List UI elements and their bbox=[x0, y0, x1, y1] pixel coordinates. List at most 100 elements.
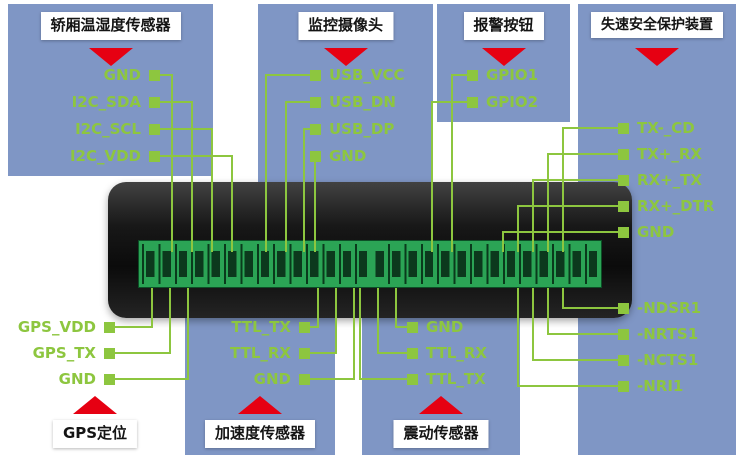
pin-node-square bbox=[467, 69, 478, 81]
pin-node-square bbox=[618, 200, 629, 212]
pin-label: TTL_RX bbox=[230, 344, 291, 362]
pin-node-square bbox=[618, 122, 629, 134]
pin-node-square bbox=[310, 96, 321, 108]
pin-label: RX+_TX bbox=[637, 171, 702, 189]
pin-row: TX-_CD bbox=[618, 117, 695, 139]
pin-node-square bbox=[149, 96, 160, 108]
pin-label: GND bbox=[329, 147, 367, 165]
pin-node-square bbox=[407, 373, 418, 385]
pin-node-square bbox=[104, 347, 115, 359]
pin-row: I2C_SDA bbox=[12, 91, 160, 113]
pin-node-square bbox=[407, 321, 418, 333]
section-gps: GPS定位 bbox=[5, 312, 185, 455]
panel-title: 报警按钮 bbox=[463, 12, 544, 40]
pin-label: GND bbox=[103, 66, 141, 84]
pin-label: GND bbox=[426, 318, 464, 336]
pin-node-square bbox=[618, 380, 629, 392]
pin-row: GND bbox=[195, 368, 310, 390]
pin-row: GND bbox=[5, 368, 115, 390]
pin-node-square bbox=[104, 373, 115, 385]
pin-node-square bbox=[299, 321, 310, 333]
pin-node-square bbox=[149, 69, 160, 81]
pin-row: I2C_VDD bbox=[12, 145, 160, 167]
device-photo bbox=[108, 182, 632, 318]
terminal-gap bbox=[367, 241, 375, 287]
red-arrow-down-icon bbox=[481, 48, 526, 66]
pin-node-square bbox=[618, 302, 629, 314]
pin-label: GPIO2 bbox=[486, 93, 539, 111]
panel-cabin-sensor: 轿厢温湿度传感器 bbox=[8, 4, 213, 176]
pin-label: I2C_SCL bbox=[75, 120, 141, 138]
pin-row: GND bbox=[618, 221, 674, 243]
red-arrow-up-icon bbox=[419, 396, 463, 414]
panel-alarm-button: 报警按钮 bbox=[437, 4, 570, 122]
red-arrow-down-icon bbox=[323, 48, 368, 66]
pin-label: -NDSR1 bbox=[637, 299, 702, 317]
pin-row: GPS_TX bbox=[5, 342, 115, 364]
pin-label: RX+_DTR bbox=[637, 197, 715, 215]
pin-label: TTL_RX bbox=[426, 344, 487, 362]
panel-title: GPS定位 bbox=[52, 420, 138, 448]
red-arrow-up-icon bbox=[238, 396, 282, 414]
pin-row: TTL_TX bbox=[407, 368, 486, 390]
pin-row: USB_DP bbox=[310, 118, 394, 140]
pin-row: -NDSR1 bbox=[618, 297, 701, 319]
pin-node-square bbox=[310, 69, 321, 81]
pin-node-square bbox=[618, 226, 629, 238]
pin-node-square bbox=[310, 150, 321, 162]
pin-label: USB_DP bbox=[329, 120, 395, 138]
pin-node-square bbox=[618, 148, 629, 160]
pin-label: USB_VCC bbox=[329, 66, 405, 84]
pin-row: USB_VCC bbox=[310, 64, 405, 86]
pin-row: TTL_TX bbox=[195, 316, 310, 338]
pin-row: GPS_VDD bbox=[5, 316, 115, 338]
pin-row: -NCTS1 bbox=[618, 349, 698, 371]
pin-row: TTL_RX bbox=[195, 342, 310, 364]
pin-label: TX-_CD bbox=[637, 119, 695, 137]
pin-node-square bbox=[467, 96, 478, 108]
pin-node-square bbox=[310, 123, 321, 135]
pin-row: RX+_DTR bbox=[618, 195, 714, 217]
pin-row: GND bbox=[407, 316, 463, 338]
pin-row: GND bbox=[310, 145, 366, 167]
panel-title: 加速度传感器 bbox=[204, 420, 316, 448]
panel-title: 震动传感器 bbox=[393, 420, 489, 448]
pin-label: GND bbox=[637, 223, 675, 241]
pin-label: USB_DN bbox=[329, 93, 396, 111]
pin-node-square bbox=[149, 150, 160, 162]
pin-label: GPS_VDD bbox=[17, 318, 96, 336]
pin-row: RX+_TX bbox=[618, 169, 702, 191]
pin-node-square bbox=[407, 347, 418, 359]
pin-label: -NCTS1 bbox=[637, 351, 699, 369]
red-arrow-down-icon bbox=[88, 48, 133, 66]
pin-label: GPS_TX bbox=[32, 344, 96, 362]
pin-row: GPIO1 bbox=[467, 64, 538, 86]
pin-row: I2C_SCL bbox=[12, 118, 160, 140]
pin-label: TTL_TX bbox=[426, 370, 486, 388]
pin-row: GND bbox=[12, 64, 160, 86]
pin-label: GND bbox=[58, 370, 96, 388]
pin-row: -NRTS1 bbox=[618, 323, 698, 345]
pin-label: GPIO1 bbox=[486, 66, 539, 84]
pin-node-square bbox=[618, 354, 629, 366]
pin-row: USB_DN bbox=[310, 91, 396, 113]
pin-row: TX+_RX bbox=[618, 143, 702, 165]
pin-row: -NRI1 bbox=[618, 375, 683, 397]
pin-label: -NRTS1 bbox=[637, 325, 699, 343]
pin-label: -NRI1 bbox=[637, 377, 684, 395]
panel-title: 失速安全保护装置 bbox=[591, 12, 723, 39]
panel-title: 轿厢温湿度传感器 bbox=[40, 12, 181, 40]
pin-node-square bbox=[618, 328, 629, 340]
pin-node-square bbox=[104, 321, 115, 333]
pin-node-square bbox=[149, 123, 160, 135]
pin-node-square bbox=[299, 347, 310, 359]
terminal-block bbox=[138, 240, 602, 288]
panel-title: 监控摄像头 bbox=[297, 12, 394, 40]
pin-node-square bbox=[299, 373, 310, 385]
pin-label: TTL_TX bbox=[231, 318, 291, 336]
pin-node-square bbox=[618, 174, 629, 186]
red-arrow-down-icon bbox=[635, 48, 679, 66]
pin-row: GPIO2 bbox=[467, 91, 538, 113]
pin-row: TTL_RX bbox=[407, 342, 487, 364]
